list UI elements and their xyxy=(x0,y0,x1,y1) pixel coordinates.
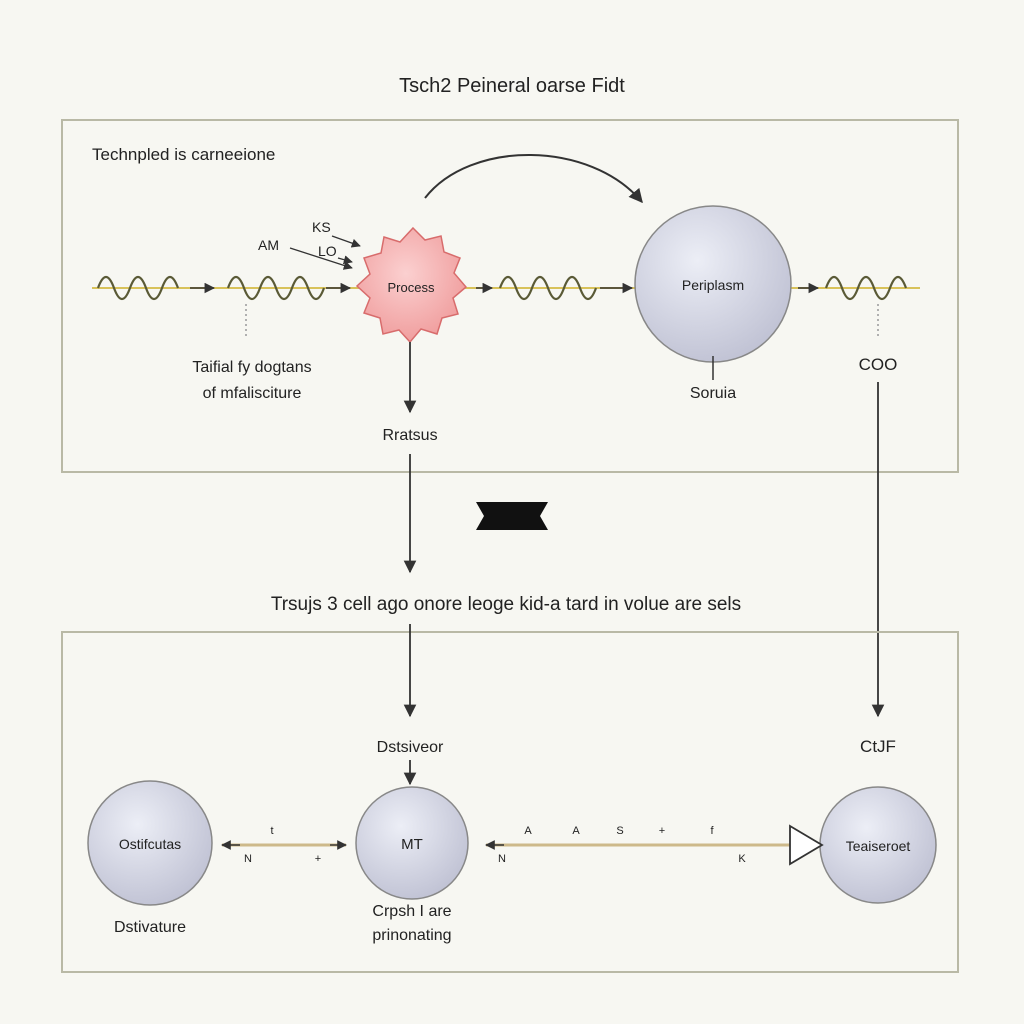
ostifcutas-node-label: Ostifcutas xyxy=(119,836,181,852)
dstivature-label: Dstivature xyxy=(114,919,186,936)
middle-caption: Trsujs 3 cell ago onore leoge kid-a tard… xyxy=(271,594,741,615)
marker-ks: KS xyxy=(312,219,331,235)
marker-lo: LO xyxy=(318,243,337,259)
mt-caption-line1: Crpsh I are xyxy=(372,903,451,920)
right-link-tick-top-5: f xyxy=(710,825,714,837)
bottom-panel-frame xyxy=(61,631,959,973)
soruia-label: Soruia xyxy=(690,385,736,402)
process-node-label: Process xyxy=(388,280,435,295)
right-link-tick-top-2: A xyxy=(572,825,580,837)
banner-ribbon-icon xyxy=(476,502,548,530)
right-link-tick-top-3: S xyxy=(616,825,623,837)
marker-am: AM xyxy=(258,237,279,253)
marker-ks-pointer xyxy=(331,235,361,248)
curved-arrow-icon xyxy=(424,154,643,204)
top-panel-heading: Technpled is carneeione xyxy=(92,145,275,164)
dstsiveor-label: Dstsiveor xyxy=(377,739,444,756)
right-link-tick-top-1: A xyxy=(524,825,532,837)
mt-node xyxy=(355,786,469,900)
left-note-line1: Taifial fy dogtans xyxy=(192,359,311,376)
marker-lo-pointer xyxy=(337,255,353,265)
left-link-tick-bottom-2: + xyxy=(315,853,321,865)
wave-1 xyxy=(96,275,180,301)
left-note-line2: of mfalisciture xyxy=(203,385,302,402)
mt-caption-line2: prinonating xyxy=(372,927,451,944)
right-link-tick-bottom-1: N xyxy=(498,853,506,865)
ostifcutas-node xyxy=(87,780,213,906)
open-triangle-arrow-icon xyxy=(789,824,824,866)
left-link-tick-top: t xyxy=(270,825,273,837)
teaiseroet-node-label: Teaiseroet xyxy=(846,838,911,854)
coo-label: COO xyxy=(859,355,898,374)
wave-3 xyxy=(498,275,598,301)
mt-node-label: MT xyxy=(401,836,423,853)
diagram-title: Tsch2 Peineral oarse Fidt xyxy=(399,75,625,97)
marker-am-pointer xyxy=(289,247,353,270)
wave-2 xyxy=(226,275,326,301)
right-link-tick-top-4: + xyxy=(659,825,665,837)
left-link-tick-bottom-1: N xyxy=(244,853,252,865)
right-link-tick-bottom-2: K xyxy=(738,853,746,865)
ctjf-label: CtJF xyxy=(860,737,896,756)
rratsus-label: Rratsus xyxy=(382,427,437,444)
top-panel-frame xyxy=(61,119,959,473)
wave-4 xyxy=(824,275,908,301)
periplasm-node-label: Periplasm xyxy=(682,277,744,293)
